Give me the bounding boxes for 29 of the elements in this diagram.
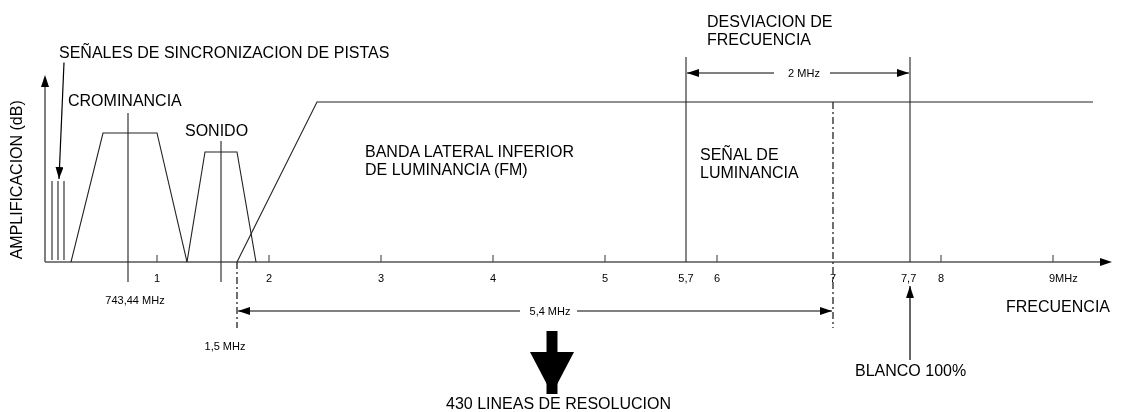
tick-label: 8: [937, 272, 945, 285]
measure-label: 2 MHz: [786, 67, 822, 80]
sync-pulses-drawing: [50, 181, 67, 260]
text-label: DESVIACION DE FRECUENCIA: [707, 13, 834, 49]
measure-label: 743,44 MHz: [105, 294, 165, 307]
arrow: [55, 62, 65, 180]
tick-label: 5,7: [678, 272, 694, 285]
arrow: [906, 285, 914, 361]
tick-label: 7: [829, 272, 837, 285]
block-arrow: [530, 331, 574, 394]
callout-text: 430 LINEAS DE RESOLUCION: [446, 395, 671, 412]
measure-label: 1,5 MHz: [204, 340, 246, 353]
callout-text: SEÑALES DE SINCRONIZACION DE PISTAS: [59, 44, 390, 62]
callout-text: BLANCO 100%: [855, 362, 967, 380]
tick-label: 6: [713, 272, 721, 285]
tick-label: 3: [377, 272, 385, 285]
text-label: BANDA LATERAL INFERIOR DE LUMINANCIA (FM): [365, 143, 575, 179]
text-label: CROMINANCIA: [68, 92, 182, 110]
text-label: FRECUENCIA: [1006, 298, 1110, 316]
text-label: SEÑAL DE LUMINANCIA: [700, 146, 800, 182]
tick-label: 4: [489, 272, 497, 285]
text-label: AMPLIFICACION (dB): [8, 100, 26, 260]
tick-label: 1: [153, 272, 161, 285]
callout-text: 7,7: [901, 272, 917, 285]
measure-label: 5,4 MHz: [527, 305, 573, 318]
tick-label: 5: [601, 272, 609, 285]
tick-label: 9MHz: [1049, 272, 1078, 285]
tick-label: 2: [265, 272, 273, 285]
text-label: SONIDO: [185, 122, 249, 140]
